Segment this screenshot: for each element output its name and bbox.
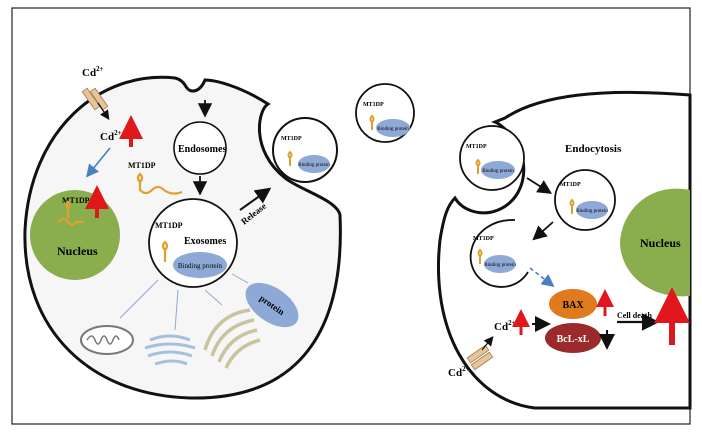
mt1dp-rna-r3 xyxy=(477,248,483,264)
mt1dp-r2-label: MT1DP xyxy=(560,182,581,188)
cd-top-label: Cd2+ xyxy=(82,65,104,79)
golgi-icon xyxy=(203,308,261,369)
cd-channel-top xyxy=(81,87,109,111)
cd-to-nucleus-arrow xyxy=(85,147,111,178)
cd-bottom-entry-arrow xyxy=(481,336,494,351)
bax-ellipse xyxy=(549,289,597,319)
mt1dp-rna-floating xyxy=(369,114,375,130)
binding-protein-r1 xyxy=(481,161,515,179)
cd-entry-arrow xyxy=(97,102,110,120)
cd-bottom-label: Cd2+ xyxy=(448,365,470,379)
vesicle-r1 xyxy=(459,125,525,191)
vesicle-r3-open xyxy=(469,219,529,288)
vesicle-release-arrow xyxy=(532,221,554,241)
cd-right-label: Cd2+ xyxy=(494,319,516,333)
binding-protein-r1-label: Binding protein xyxy=(482,169,514,174)
mt1dp-rna-exosome xyxy=(161,240,169,262)
mt1dp-r1-label: MT1DP xyxy=(466,144,487,150)
cd-channel-bottom xyxy=(466,344,494,371)
bclxl-ellipse xyxy=(545,323,601,353)
endosomes-label: Endosomes xyxy=(178,144,226,155)
mt1dp-rna-free xyxy=(136,172,183,195)
endosome xyxy=(173,121,227,175)
mt1dp-nucleus-label: MT1DP xyxy=(62,196,90,205)
protein-ellipse xyxy=(245,282,299,328)
vesicle-r2 xyxy=(554,169,616,231)
release-arrow xyxy=(239,187,272,211)
binding-protein-bud-label: Binding protein xyxy=(298,163,330,168)
budding-vesicle xyxy=(272,117,338,183)
mt1dp-rna-bud xyxy=(287,150,293,166)
mt1dp-r3-label: MT1DP xyxy=(473,236,494,242)
binding-protein-floating-label: Binding protein xyxy=(377,127,409,132)
endocytosis-label: Endocytosis xyxy=(565,143,622,155)
binding-protein-r2-label: Binding protein xyxy=(576,209,608,214)
mt1dp-rna-nucleus xyxy=(57,200,84,227)
mt1dp-exosome-label: MT1DP xyxy=(155,221,183,230)
mt1dp-rna-r1 xyxy=(475,158,481,174)
mitochondrion-cristae xyxy=(86,335,120,345)
binding-protein-r2 xyxy=(576,201,608,219)
binding-protein-bud xyxy=(298,155,330,173)
binding-protein-r3 xyxy=(484,255,516,273)
mt1dp-bud-label: MT1DP xyxy=(281,136,302,142)
mt1dp-rna-r2 xyxy=(569,198,575,214)
binding-protein-r3-label: Binding protein xyxy=(484,263,516,268)
exosomes-label: Exosomes xyxy=(184,236,226,247)
cd-inside-label: Cd2+ xyxy=(100,129,122,143)
organelle-lines xyxy=(119,273,249,331)
cell-death-label: Cell death xyxy=(617,311,652,320)
nucleus-right xyxy=(620,188,690,297)
binding-protein-exosome-label: Binding protein xyxy=(178,262,223,270)
mt1dp-floating-label: MT1DP xyxy=(363,102,384,108)
endocytosis-arrow xyxy=(526,177,553,194)
nucleus-left-label: Nucleus xyxy=(57,244,98,258)
bclxl-label: BcL-xL xyxy=(557,334,590,345)
mt1dp-free-label: MT1DP xyxy=(128,161,156,170)
er-icon xyxy=(144,334,196,366)
binding-protein-exosome xyxy=(173,252,227,278)
bax-label: BAX xyxy=(562,300,584,311)
binding-protein-floating xyxy=(376,119,410,137)
mt1dp-to-bax-arrow xyxy=(529,267,555,287)
nucleus-right-label: Nucleus xyxy=(640,236,681,250)
